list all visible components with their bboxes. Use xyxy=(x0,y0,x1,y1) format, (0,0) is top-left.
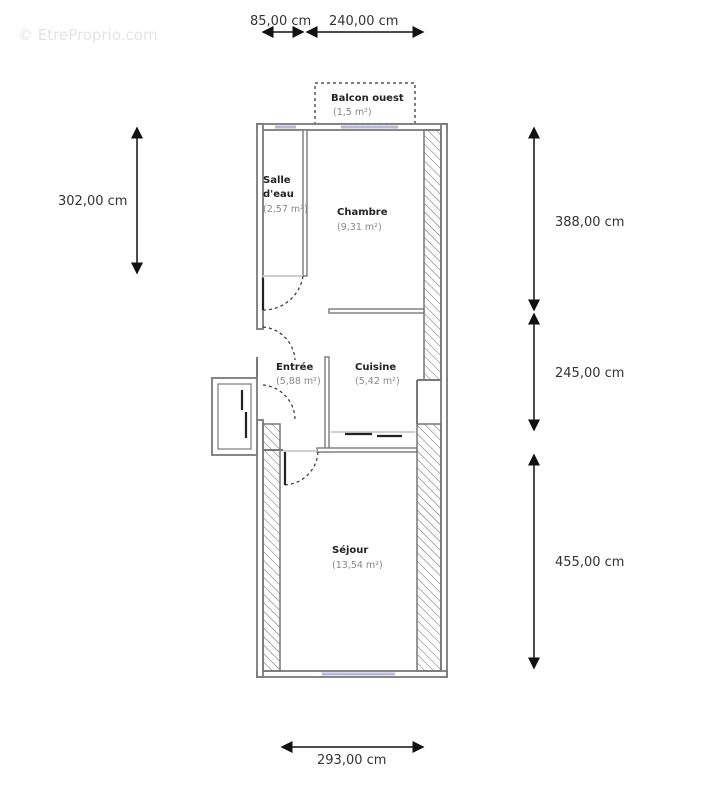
room-salle-name: Salle xyxy=(263,175,291,186)
room-cuisine-area: (5,42 m²) xyxy=(355,376,400,387)
dim-right-bottom: 455,00 cm xyxy=(555,555,624,570)
room-entree-name: Entrée xyxy=(276,361,313,373)
hatched-wall-left-lower xyxy=(262,423,281,672)
hatched-wall-right-lower xyxy=(416,423,442,672)
balcony-outline xyxy=(314,82,416,125)
room-chambre-name: Chambre xyxy=(337,207,388,218)
room-salle-area: (2,57 m²) xyxy=(263,204,308,215)
dim-right-top: 388,00 cm xyxy=(555,215,624,230)
hatched-wall-right-upper xyxy=(423,129,442,381)
watermark: © EtreProprio.com xyxy=(18,26,158,44)
dim-left: 302,00 cm xyxy=(58,194,127,209)
room-sejour-area: (13,54 m²) xyxy=(332,560,383,571)
room-balcon-area: (1,5 m²) xyxy=(333,107,372,118)
room-sejour-name: Séjour xyxy=(332,544,368,556)
dim-bottom: 293,00 cm xyxy=(317,753,386,768)
room-entree-area: (5,88 m²) xyxy=(276,376,321,387)
room-cuisine-name: Cuisine xyxy=(355,362,396,373)
doors xyxy=(262,275,319,486)
windows xyxy=(275,125,398,676)
dim-top-right: 240,00 cm xyxy=(329,14,398,29)
walls xyxy=(211,123,448,678)
dimension-arrows xyxy=(131,26,540,753)
dim-top-left: 85,00 cm xyxy=(250,14,311,29)
room-salle-name2: d'eau xyxy=(263,189,294,200)
dim-right-middle: 245,00 cm xyxy=(555,366,624,381)
room-balcon-name: Balcon ouest xyxy=(331,93,404,104)
room-chambre-area: (9,31 m²) xyxy=(337,222,382,233)
